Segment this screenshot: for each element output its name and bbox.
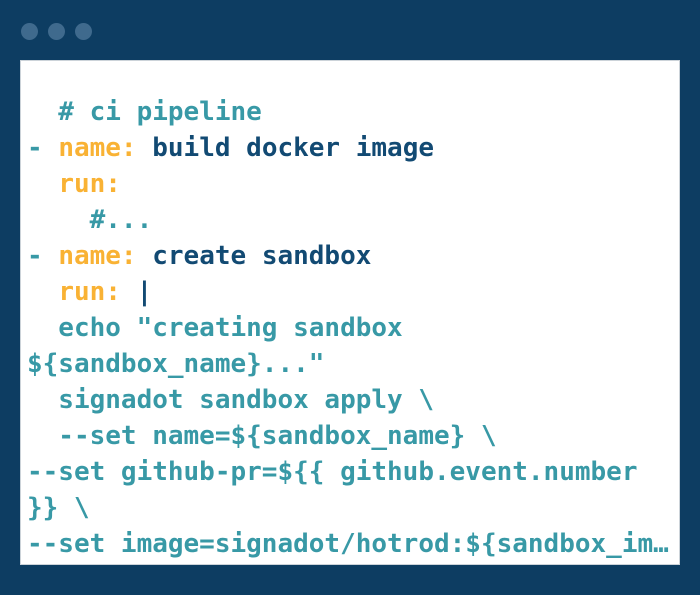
code-segment [27, 169, 58, 199]
code-panel: # ci pipeline- name: build docker image … [20, 60, 680, 565]
code-segment: ${sandbox_name}..." [27, 349, 325, 379]
code-line: --set github-pr=${{ github.event.number [27, 454, 669, 490]
code-line: --set name=${sandbox_name} \ [27, 418, 669, 454]
code-segment: --set name=${sandbox_name} \ [27, 421, 497, 451]
code-segment: create sandbox [136, 241, 372, 271]
code-line: echo "creating sandbox [27, 310, 669, 346]
code-segment: # ci pipeline [27, 97, 262, 127]
code-segment: run: [58, 277, 121, 307]
code-segment: - [27, 241, 59, 271]
code-segment: name: [58, 241, 137, 271]
window-dot-icon[interactable] [21, 23, 38, 40]
code-line: run: | [27, 274, 669, 310]
code-segment: build docker image [136, 133, 435, 163]
window-titlebar [21, 23, 92, 40]
code-line: - name: create sandbox [27, 238, 669, 274]
window-dot-icon[interactable] [48, 23, 65, 40]
code-segment: run: [58, 169, 121, 199]
code-line: signadot sandbox apply \ [27, 382, 669, 418]
code-segment [27, 277, 58, 307]
code-line: }} \ [27, 490, 669, 526]
code-line: --set image=signadot/hotrod:${sandbox_im… [27, 526, 669, 562]
code-segment: signadot sandbox apply \ [27, 385, 434, 415]
code-segment: echo "creating sandbox [27, 313, 403, 343]
code-line: #... [27, 202, 669, 238]
code-segment: | [120, 277, 153, 307]
code-segment: - [27, 133, 59, 163]
code-segment: name: [58, 133, 137, 163]
code-block: # ci pipeline- name: build docker image … [27, 94, 669, 562]
code-line: run: [27, 166, 669, 202]
code-line: - name: build docker image [27, 130, 669, 166]
code-segment: --set github-pr=${{ github.event.number [27, 457, 638, 487]
window-dot-icon[interactable] [75, 23, 92, 40]
code-segment: --set image=signadot/hotrod:${sandbox_im… [27, 529, 669, 559]
code-line: ${sandbox_name}..." [27, 346, 669, 382]
code-line: # ci pipeline [27, 94, 669, 130]
code-segment: #... [27, 205, 153, 235]
code-segment: }} \ [27, 493, 90, 523]
